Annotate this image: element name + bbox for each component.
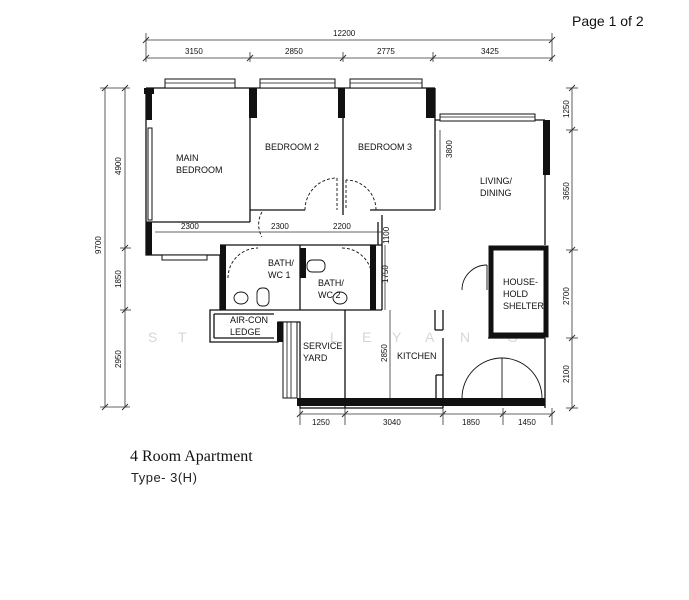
- dim-inner: 2300: [181, 222, 199, 231]
- dim-inner: 2300: [271, 222, 289, 231]
- label-kitchen: KITCHEN: [397, 351, 437, 361]
- label-aircon-ledge: LEDGE: [230, 327, 261, 337]
- page-indicator: Page 1 of 2: [572, 13, 644, 29]
- dim-bottom-seg: 1850: [462, 418, 480, 427]
- dim-inner: 1100: [382, 226, 391, 244]
- label-service-yard: YARD: [303, 353, 328, 363]
- door-swings: [227, 177, 543, 399]
- dim-bottom-seg: 1450: [518, 418, 536, 427]
- windows: [147, 78, 536, 399]
- dim-left-seg: 1850: [114, 270, 123, 288]
- plan-title: 4 Room Apartment: [130, 448, 253, 465]
- dim-inner: 3800: [445, 140, 454, 158]
- dim-right-seg: 3650: [562, 182, 571, 200]
- dim-bottom-seg: 1250: [312, 418, 330, 427]
- dim-inner: 2850: [380, 344, 389, 362]
- label-service-yard: SERVICE: [303, 341, 342, 351]
- dimension-labels: 12200 3150 2850 2775 3425 9700 4900 1850…: [94, 29, 571, 427]
- label-main-bedroom: BEDROOM: [176, 165, 223, 175]
- watermark-letter: S: [148, 329, 159, 345]
- walls-thin: [145, 87, 546, 409]
- dim-top-total: 12200: [333, 29, 356, 38]
- watermark-letter: T: [178, 329, 189, 345]
- label-living-dining: LIVING/: [480, 176, 513, 186]
- dim-left-seg: 4900: [114, 157, 123, 175]
- label-household-shelter: SHELTER: [503, 301, 544, 311]
- household-shelter-box: [488, 245, 549, 338]
- label-household-shelter: HOLD: [503, 289, 529, 299]
- watermark-letter: Y: [392, 329, 403, 345]
- dim-inner: 2200: [333, 222, 351, 231]
- label-bedroom-3: BEDROOM 3: [358, 142, 412, 152]
- label-main-bedroom: MAIN: [176, 153, 199, 163]
- dim-bottom-seg: 3040: [383, 418, 401, 427]
- watermark-letter: A: [425, 329, 436, 345]
- dim-top-seg: 3425: [481, 47, 499, 56]
- sanitary-fixtures: [233, 259, 348, 307]
- label-bath-wc-1: WC 1: [268, 270, 291, 280]
- dim-inner: 1750: [381, 265, 390, 283]
- label-bath-wc-2: BATH/: [318, 278, 344, 288]
- dim-right-seg: 1250: [562, 100, 571, 118]
- label-household-shelter: HOUSE-: [503, 277, 538, 287]
- window-mullions: [165, 82, 535, 398]
- dim-top-seg: 2775: [377, 47, 395, 56]
- dimension-ticks: [101, 36, 576, 418]
- walls-thick: [144, 88, 550, 406]
- room-labels: MAIN BEDROOM BEDROOM 2 BEDROOM 3 LIVING/…: [176, 142, 544, 363]
- watermark-letter: L: [330, 329, 340, 345]
- label-aircon-ledge: AIR-CON: [230, 315, 268, 325]
- label-bath-wc-2: WC 2: [318, 290, 341, 300]
- dim-top-seg: 2850: [285, 47, 303, 56]
- label-bedroom-2: BEDROOM 2: [265, 142, 319, 152]
- dim-right-seg: 2100: [562, 365, 571, 383]
- plan-type: Type- 3(H): [131, 470, 198, 485]
- label-living-dining: DINING: [480, 188, 512, 198]
- dim-left-seg: 2950: [114, 350, 123, 368]
- watermark-letter: N: [460, 329, 472, 345]
- label-bath-wc-1: BATH/: [268, 258, 294, 268]
- dim-left-total: 9700: [94, 236, 103, 254]
- dim-top-seg: 3150: [185, 47, 203, 56]
- watermark-letter: E: [362, 329, 373, 345]
- dim-right-seg: 2700: [562, 287, 571, 305]
